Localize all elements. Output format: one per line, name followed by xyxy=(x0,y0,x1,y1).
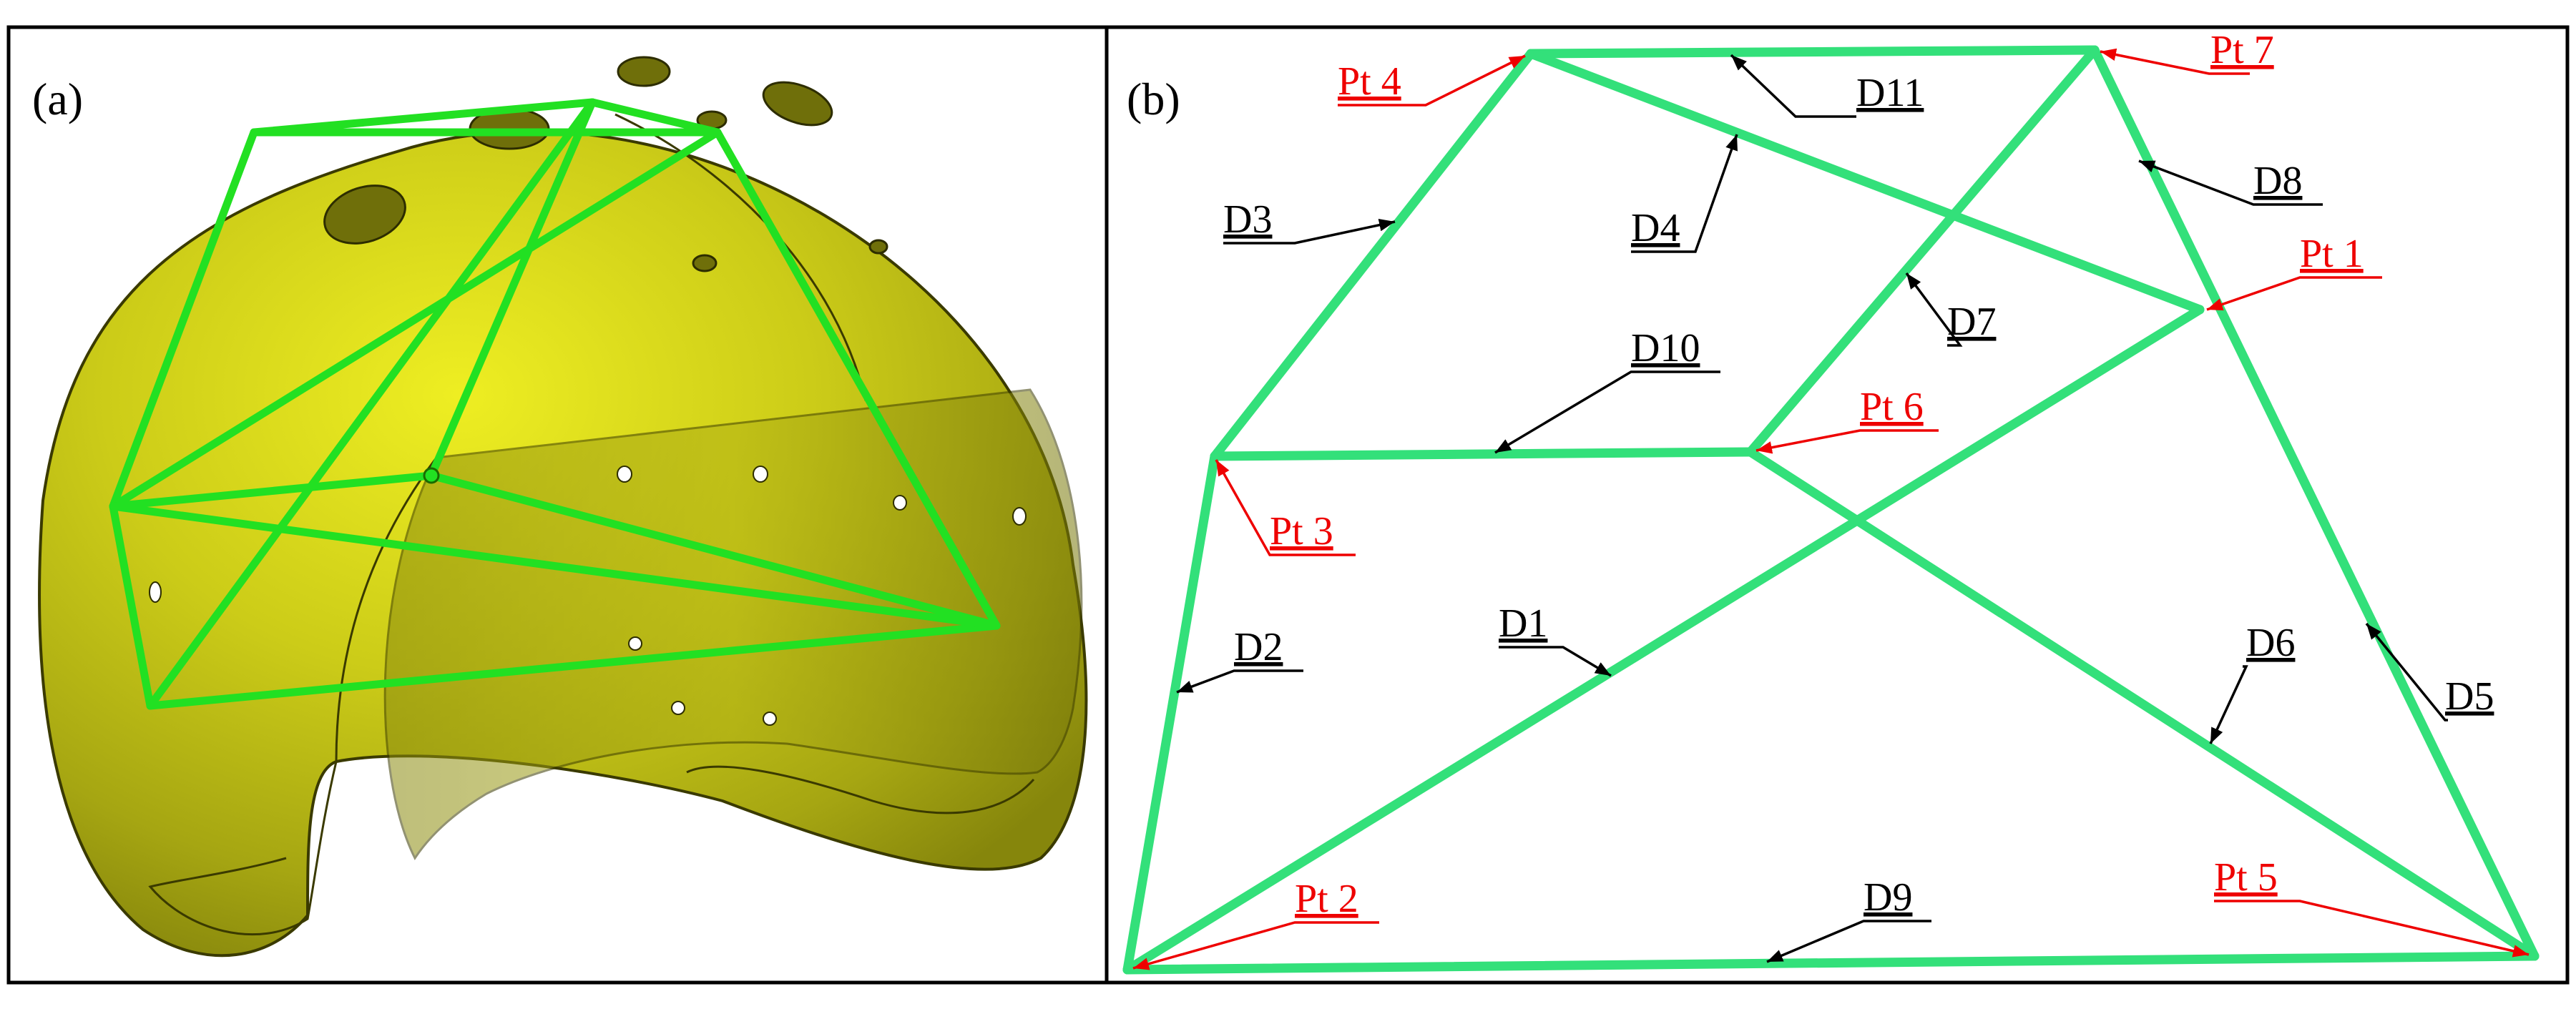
panel-a-label: (a) xyxy=(32,74,83,124)
wireframe-outer xyxy=(109,128,1001,710)
leader-d9 xyxy=(1766,920,1931,963)
label-d11: D11 xyxy=(1856,71,1924,115)
line-d8-d5 xyxy=(2090,45,2540,961)
line-d1 xyxy=(1122,305,2205,975)
small-hole xyxy=(628,636,642,651)
leader-d1 xyxy=(1499,646,1612,677)
label-d8: D8 xyxy=(2253,159,2302,203)
label-pt2: Pt 2 xyxy=(1295,877,1358,921)
label-pt3: Pt 3 xyxy=(1270,509,1333,553)
hole xyxy=(323,184,406,245)
hole xyxy=(692,254,718,272)
distance-leaders xyxy=(1176,54,2448,963)
line-d2 xyxy=(1122,451,1220,975)
wireframe-edge xyxy=(588,98,722,137)
hole xyxy=(617,56,671,87)
leader-d3 xyxy=(1223,219,1396,245)
hole xyxy=(762,81,833,127)
leader-d11 xyxy=(1730,54,1856,118)
leader-pt3 xyxy=(1215,459,1356,556)
leader-pt5 xyxy=(2214,900,2530,958)
label-pt5: Pt 5 xyxy=(2214,855,2278,900)
label-pt4: Pt 4 xyxy=(1338,59,1401,104)
label-d4: D4 xyxy=(1631,206,1680,250)
wireframe-edge xyxy=(146,98,597,710)
line-d3 xyxy=(1210,49,1536,461)
wireframe-edge xyxy=(109,128,722,511)
line-d11 xyxy=(1526,45,2100,59)
line-d7 xyxy=(1745,45,2100,457)
small-hole xyxy=(893,495,907,511)
small-hole xyxy=(671,701,685,715)
helmet-wireframe xyxy=(109,98,1001,710)
leader-d5 xyxy=(2365,622,2448,722)
label-d9: D9 xyxy=(1864,875,1912,920)
diagram-lines xyxy=(1122,45,2540,975)
hole xyxy=(868,239,888,255)
leader-d8 xyxy=(2138,159,2323,206)
small-hole xyxy=(149,581,162,603)
leader-pt7 xyxy=(2100,48,2250,75)
wireframe-node xyxy=(423,467,440,484)
leader-pt1 xyxy=(2206,276,2382,311)
leader-d6 xyxy=(2209,665,2248,744)
leader-d2 xyxy=(1176,669,1303,694)
label-d7: D7 xyxy=(1947,300,1996,344)
helmet-holes xyxy=(323,56,888,272)
point-labels: Pt 4 Pt 7 Pt 1 Pt 6 Pt 3 Pt 2 Pt 5 xyxy=(1270,28,2364,921)
helmet-small-holes xyxy=(149,466,1027,726)
label-pt1: Pt 1 xyxy=(2300,232,2364,276)
point-leaders xyxy=(1132,48,2530,970)
wireframe-edge xyxy=(250,98,597,137)
line-d6 xyxy=(1745,447,2540,961)
panel-b-label: (b) xyxy=(1127,74,1180,124)
wireframe-edge xyxy=(109,502,1001,630)
distance-labels: D11 D3 D4 D8 D7 D10 D2 D1 D6 D5 D9 xyxy=(1223,71,2494,920)
leader-d7 xyxy=(1905,272,1963,347)
small-hole xyxy=(617,466,632,483)
label-d5: D5 xyxy=(2445,674,2494,719)
helmet-flap xyxy=(148,457,438,936)
helmet-rim-line xyxy=(686,765,1035,814)
label-d6: D6 xyxy=(2246,621,2295,665)
panel-a: (a) xyxy=(6,25,1109,985)
line-d4 xyxy=(1526,49,2205,315)
line-d9 xyxy=(1122,951,2540,975)
wireframe-edge xyxy=(427,471,1001,630)
wireframe-edge xyxy=(109,471,436,511)
leader-d10 xyxy=(1494,370,1720,454)
label-d10: D10 xyxy=(1631,326,1700,370)
leader-pt4 xyxy=(1338,54,1526,107)
label-d1: D1 xyxy=(1499,601,1547,646)
small-hole xyxy=(763,712,777,726)
label-d2: D2 xyxy=(1234,625,1283,669)
label-d3: D3 xyxy=(1223,197,1272,242)
label-pt6: Pt 6 xyxy=(1860,385,1924,429)
panel-b: D11 D3 D4 D8 D7 D10 D2 D1 D6 D5 D9 Pt 4 … xyxy=(1105,25,2570,985)
line-d10 xyxy=(1210,447,1755,461)
leader-d4 xyxy=(1631,134,1738,253)
small-hole xyxy=(1012,507,1027,526)
leader-pt6 xyxy=(1755,429,1939,454)
leader-pt2 xyxy=(1132,921,1379,970)
label-pt7: Pt 7 xyxy=(2210,28,2274,72)
wireframe-edge xyxy=(427,98,597,480)
small-hole xyxy=(753,466,768,483)
